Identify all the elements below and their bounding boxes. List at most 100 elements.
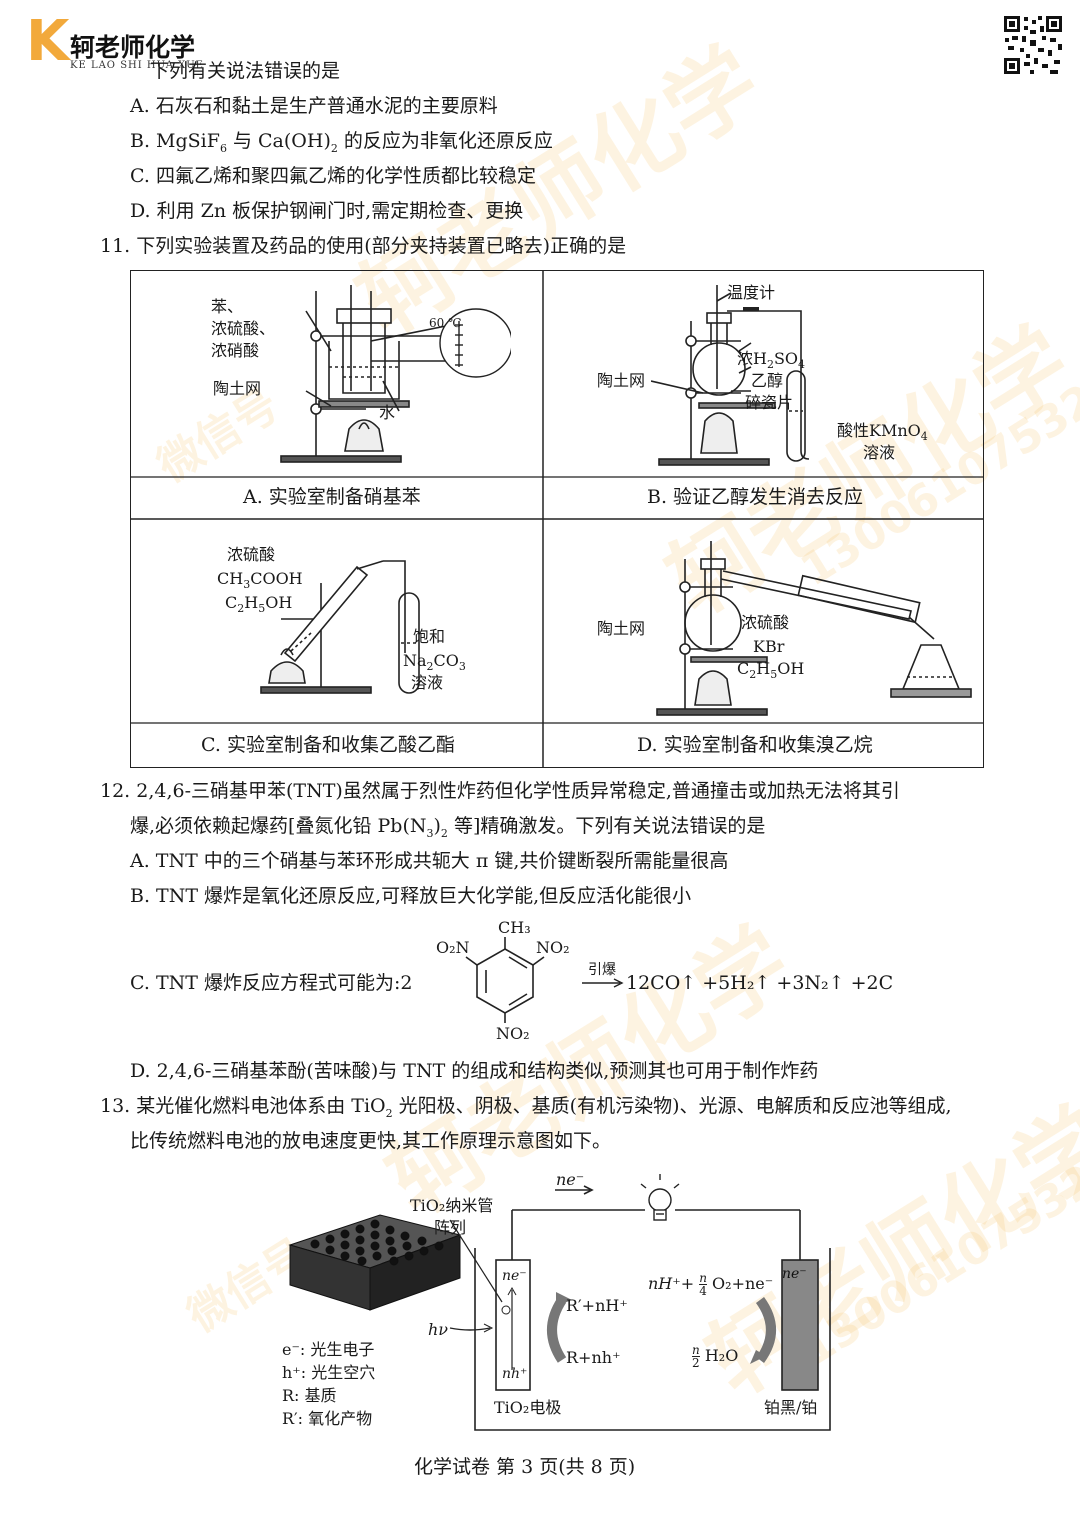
c-label-na-co: CO xyxy=(433,651,459,670)
c-label-na-text: Na xyxy=(403,651,427,670)
qr-code-icon xyxy=(1002,14,1064,76)
q12-stem-2d: 2 xyxy=(440,826,448,840)
q10-option-d: D. 利用 Zn 板保护钢闸门时,需定期检查、更换 xyxy=(130,200,524,222)
b-label-kmno4-sub: 4 xyxy=(920,430,928,444)
q10-option-b-sub2: 2 xyxy=(330,141,338,155)
apparatus-d-drawing xyxy=(656,541,972,716)
c-label-na-sub2: 2 xyxy=(426,660,434,674)
c-label-eth-sub2: 2 xyxy=(237,602,245,616)
q13-stem-2: 比传统燃料电池的放电速度更快,其工作原理示意图如下。 xyxy=(130,1130,612,1152)
q10-option-b-tail: 的反应为非氧化还原反应 xyxy=(337,130,553,152)
b-label-kmno4: 酸性KMnO4 xyxy=(837,421,928,447)
apparatus-a-drawing xyxy=(280,285,511,463)
c-label-eth-sub5: 5 xyxy=(258,602,266,616)
q11-caption-b: B. 验证乙醇发生消去反应 xyxy=(647,486,864,508)
q13-h2o-text: H₂O xyxy=(704,1346,739,1365)
q13-r-prime: R′+nH⁺ xyxy=(566,1296,628,1315)
q12-option-a: A. TNT 中的三个硝基与苯环形成共轭大 π 键,共价键断裂所需能量很高 xyxy=(130,850,729,872)
q13-tube-label-2: 阵列 xyxy=(434,1218,467,1237)
q10-stem: 下列有关说法错误的是 xyxy=(150,60,341,82)
q10-option-b-sub1: 6 xyxy=(219,141,227,155)
q13-legend-r-prime: R′: 氧化产物 xyxy=(282,1409,373,1428)
q13-legend-h: h⁺: 光生空穴 xyxy=(282,1363,376,1382)
q11-stem: 11. 下列实验装置及药品的使用(部分夹持装置已略去)正确的是 xyxy=(100,235,627,257)
a-label-hno3: 浓硝酸 xyxy=(211,341,260,360)
a-label-water: 水 xyxy=(379,403,396,422)
q11-caption-c: C. 实验室制备和收集乙酸乙酯 xyxy=(201,734,455,756)
grid-lines xyxy=(131,271,983,767)
q10-option-c: C. 四氟乙烯和聚四氟乙烯的化学性质都比较稳定 xyxy=(130,165,536,187)
d-label-h2so4: 浓硫酸 xyxy=(741,613,790,632)
q13-hv: hν xyxy=(428,1320,449,1339)
a-label-benzene: 苯、 xyxy=(211,297,244,316)
q13-h2o: n 2 H₂O xyxy=(692,1344,738,1369)
apparatus-b-drawing xyxy=(651,285,810,466)
b-label-h2so4: 浓H2SO4 xyxy=(737,349,806,372)
tnt-o2n: O₂N xyxy=(436,938,470,957)
c-label-eth-tail: OH xyxy=(265,593,293,612)
q13-anode-nh: nh⁺ xyxy=(502,1366,528,1382)
q13-anode-ne: ne⁻ xyxy=(502,1268,527,1284)
q10-option-a: A. 石灰石和黏土是生产普通水泥的主要原料 xyxy=(130,95,498,117)
q12-stem-1: 12. 2,4,6-三硝基甲苯(TNT)虽然属于烈性炸药但化学性质异常稳定,普通… xyxy=(100,780,900,802)
q10-option-b-text: B. MgSiF xyxy=(130,130,220,152)
q13-stem-1c: 光阳极、阴极、基质(有机污染物)、光源、电解质和反应池等组成, xyxy=(392,1095,952,1117)
b-label-net: 陶土网 xyxy=(597,371,646,390)
tnt-structure xyxy=(465,937,545,1023)
tnt-no2-bottom: NO₂ xyxy=(496,1024,530,1043)
c-label-eth-h: H xyxy=(244,593,259,612)
q13-tube-label: TiO₂纳米管 xyxy=(410,1196,494,1215)
d-label-eth-c: C xyxy=(737,659,750,678)
d-label-eth-h: H xyxy=(756,659,771,678)
d-label-eth-tail: OH xyxy=(777,659,805,678)
b-label-ethanol: 乙醇 xyxy=(751,371,784,390)
c-label-acid: CH3COOH xyxy=(217,569,303,595)
q12-stem-2b: 3 xyxy=(426,826,434,840)
b-label-solution: 溶液 xyxy=(863,443,896,462)
q12-stem-2e: 等]精确激发。下列有关说法错误的是 xyxy=(447,815,766,837)
q13-r-nh: R+nh⁺ xyxy=(566,1348,621,1367)
nanotube-array xyxy=(288,1214,462,1311)
q13-o2-reaction: nH⁺+ n 4 O₂+ne⁻ xyxy=(648,1272,773,1297)
c-label-solution: 溶液 xyxy=(411,673,444,692)
q13-anode-name: TiO₂电极 xyxy=(494,1398,562,1417)
d-label-ethanol: C2H5OH xyxy=(737,659,804,685)
apparatus-c-drawing xyxy=(260,560,420,694)
page-footer: 化学试卷 第 3 页(共 8 页) xyxy=(414,1456,636,1478)
c-label-acid-text: CH xyxy=(217,569,244,588)
q12-stem-2a: 爆,必须依赖起爆药[叠氮化铅 Pb(N xyxy=(130,815,427,837)
b-label-thermometer: 温度计 xyxy=(727,283,776,302)
b-label-kmno4-text: 酸性KMnO xyxy=(837,421,921,440)
a-label-h2so4: 浓硫酸、 xyxy=(211,319,276,338)
c-label-na-sub3: 3 xyxy=(458,660,466,674)
c-label-ethanol: C2H5OH xyxy=(225,593,292,619)
q13-legend-r: R: 基质 xyxy=(282,1386,337,1405)
q13-stem-1: 13. 某光催化燃料电池体系由 TiO2 光阳极、阴极、基质(有机污染物)、光源… xyxy=(100,1093,952,1127)
b-label-h2so4-text: 浓H xyxy=(737,349,767,368)
q13-h2o-frac-n: n xyxy=(692,1343,700,1357)
cathode-electrode xyxy=(781,1259,819,1391)
tnt-no2-right: NO₂ xyxy=(536,938,570,957)
q12-option-b: B. TNT 爆炸是氧化还原反应,可释放巨大化学能,但反应活化能很小 xyxy=(130,885,692,907)
b-label-chips: 碎瓷片 xyxy=(745,393,794,412)
q13-stem-1b: 2 xyxy=(385,1106,393,1120)
c-label-eth-c: C xyxy=(225,593,238,612)
reaction-arrow-icon xyxy=(582,978,624,988)
q10-option-b: B. MgSiF6 与 Ca(OH)2 的反应为非氧化还原反应 xyxy=(130,128,553,162)
bulb-icon xyxy=(640,1174,680,1221)
d-label-eth-sub2: 2 xyxy=(749,668,757,682)
a-label-temp: 60 ℃ xyxy=(429,316,462,330)
d-label-net: 陶土网 xyxy=(597,619,646,638)
anode-electrode xyxy=(495,1259,531,1391)
q13-cathode-name: 铂黑/铂 xyxy=(764,1398,818,1417)
reaction-arrow-label: 引爆 xyxy=(588,962,616,978)
logo-pinyin: KE LAO SHI HUA XUE xyxy=(70,60,204,71)
q13-o2-react: nH⁺+ xyxy=(648,1274,695,1293)
c-label-saturated: 饱和 xyxy=(413,627,446,646)
q13-o2-frac: n 4 xyxy=(699,1272,707,1297)
q13-o2-frac-d: 4 xyxy=(699,1284,707,1298)
c-label-h2so4: 浓硫酸 xyxy=(227,545,276,564)
fuel-cell-diagram xyxy=(288,1174,831,1431)
q12-stem-2c: ) xyxy=(433,815,441,837)
c-label-acid-sub: 3 xyxy=(243,578,251,592)
